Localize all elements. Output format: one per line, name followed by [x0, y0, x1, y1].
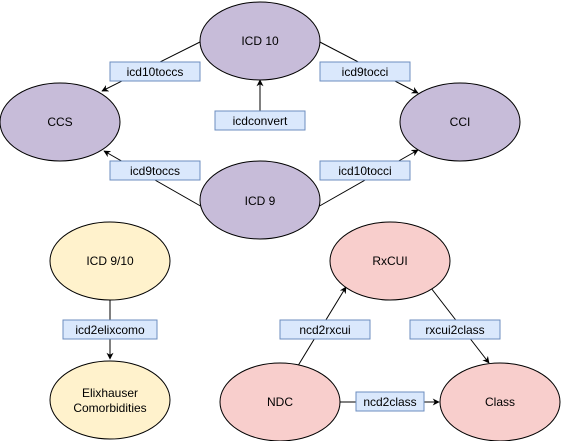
edge-label-icd2elixcomo: icd2elixcomo [62, 319, 158, 340]
node-icd9: ICD 9 [199, 160, 321, 240]
node-icd9-label: ICD 9 [245, 194, 276, 208]
node-class: Class [439, 362, 561, 441]
node-icd10: ICD 10 [199, 1, 321, 81]
node-ccs-label: CCS [47, 115, 72, 129]
edge-label-icd10tocci: icd10tocci [319, 160, 411, 181]
edge-label-ncd2rxcui: ncd2rxcui [279, 319, 371, 340]
edge-label-icd9toccs-text: icd9toccs [130, 164, 180, 178]
edge-label-icd9toccs: icd9toccs [109, 160, 201, 181]
node-elixhauser-label-line2: Comorbidities [73, 401, 146, 415]
node-elixhauser-label-line1: Elixhauser [82, 386, 138, 400]
node-ccs: CCS [0, 82, 121, 162]
node-rxcui-label: RxCUI [372, 254, 407, 268]
edge-label-icdconvert-text: icdconvert [233, 114, 288, 128]
node-rxcui: RxCUI [329, 221, 451, 301]
node-class-label: Class [485, 395, 515, 409]
node-icd910-label: ICD 9/10 [86, 254, 134, 268]
edge-label-icd9tocci-text: icd9tocci [342, 65, 389, 79]
node-ndc-label: NDC [267, 395, 293, 409]
edge-label-icdconvert: icdconvert [214, 110, 306, 131]
node-cci-label: CCI [450, 115, 471, 129]
node-cci: CCI [399, 82, 521, 162]
edge-label-icd10toccs: icd10toccs [109, 61, 201, 82]
node-elixhauser: Elixhauser Comorbidities [49, 360, 171, 440]
edge-label-icd9tocci: icd9tocci [319, 61, 411, 82]
edge-label-rxcui2class-text: rxcui2class [425, 323, 484, 337]
edge-label-rxcui2class: rxcui2class [409, 319, 501, 340]
edge-label-icd10tocci-text: icd10tocci [338, 164, 391, 178]
node-ndc: NDC [219, 362, 341, 441]
edge-label-icd10toccs-text: icd10toccs [127, 65, 184, 79]
edge-label-ncd2rxcui-text: ncd2rxcui [299, 323, 350, 337]
node-icd10-label: ICD 10 [241, 34, 279, 48]
edge-label-ncd2class: ncd2class [355, 391, 425, 412]
edge-label-icd2elixcomo-text: icd2elixcomo [75, 323, 145, 337]
edge-label-ncd2class-text: ncd2class [363, 395, 416, 409]
node-icd910: ICD 9/10 [49, 221, 171, 301]
